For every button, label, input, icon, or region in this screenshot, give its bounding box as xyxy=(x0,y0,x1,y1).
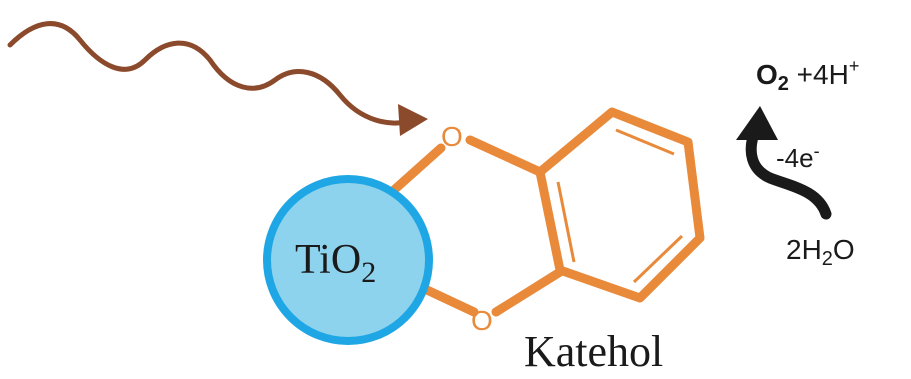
curved-arrow-head-icon xyxy=(736,106,778,140)
tio2-label-sub: 2 xyxy=(361,256,376,289)
electrons-label: -4e- xyxy=(776,141,820,173)
bond-o-ring-lower xyxy=(491,267,565,317)
o2-main: O xyxy=(756,59,778,90)
oxygen-atom-lower: O xyxy=(471,305,493,336)
wavy-arrow-head-icon xyxy=(398,104,428,136)
tio2-particle xyxy=(263,175,433,345)
benzene-double-bond-2 xyxy=(632,234,684,284)
o2-product-label: O2 +4H+ xyxy=(756,56,859,95)
water-label: 2H2O xyxy=(786,234,855,270)
o2-sup: + xyxy=(849,56,860,76)
benzene-double-bond-1 xyxy=(615,128,675,156)
katehol-label: Katehol xyxy=(524,327,663,376)
oxygen-atom-upper: O xyxy=(441,121,463,152)
o2-suffix: +4H xyxy=(789,59,849,90)
water-sub: 2 xyxy=(822,248,833,270)
benzene-double-bond-3 xyxy=(556,181,576,263)
tio2-label: TiO2 xyxy=(295,237,376,289)
electrons-sup: - xyxy=(814,141,820,161)
tio2-label-main: TiO xyxy=(295,237,361,283)
bond-o-ring-upper xyxy=(465,135,545,177)
electrons-main: -4e xyxy=(776,143,814,173)
water-suffix: O xyxy=(833,234,855,265)
bond-o-tio2-upper xyxy=(389,143,446,195)
wavy-arrow-icon xyxy=(7,21,415,126)
benzene-ring xyxy=(535,107,705,303)
curved-arrow-icon xyxy=(745,122,832,220)
water-prefix: 2H xyxy=(786,234,822,265)
o2-sub: 2 xyxy=(778,73,789,95)
